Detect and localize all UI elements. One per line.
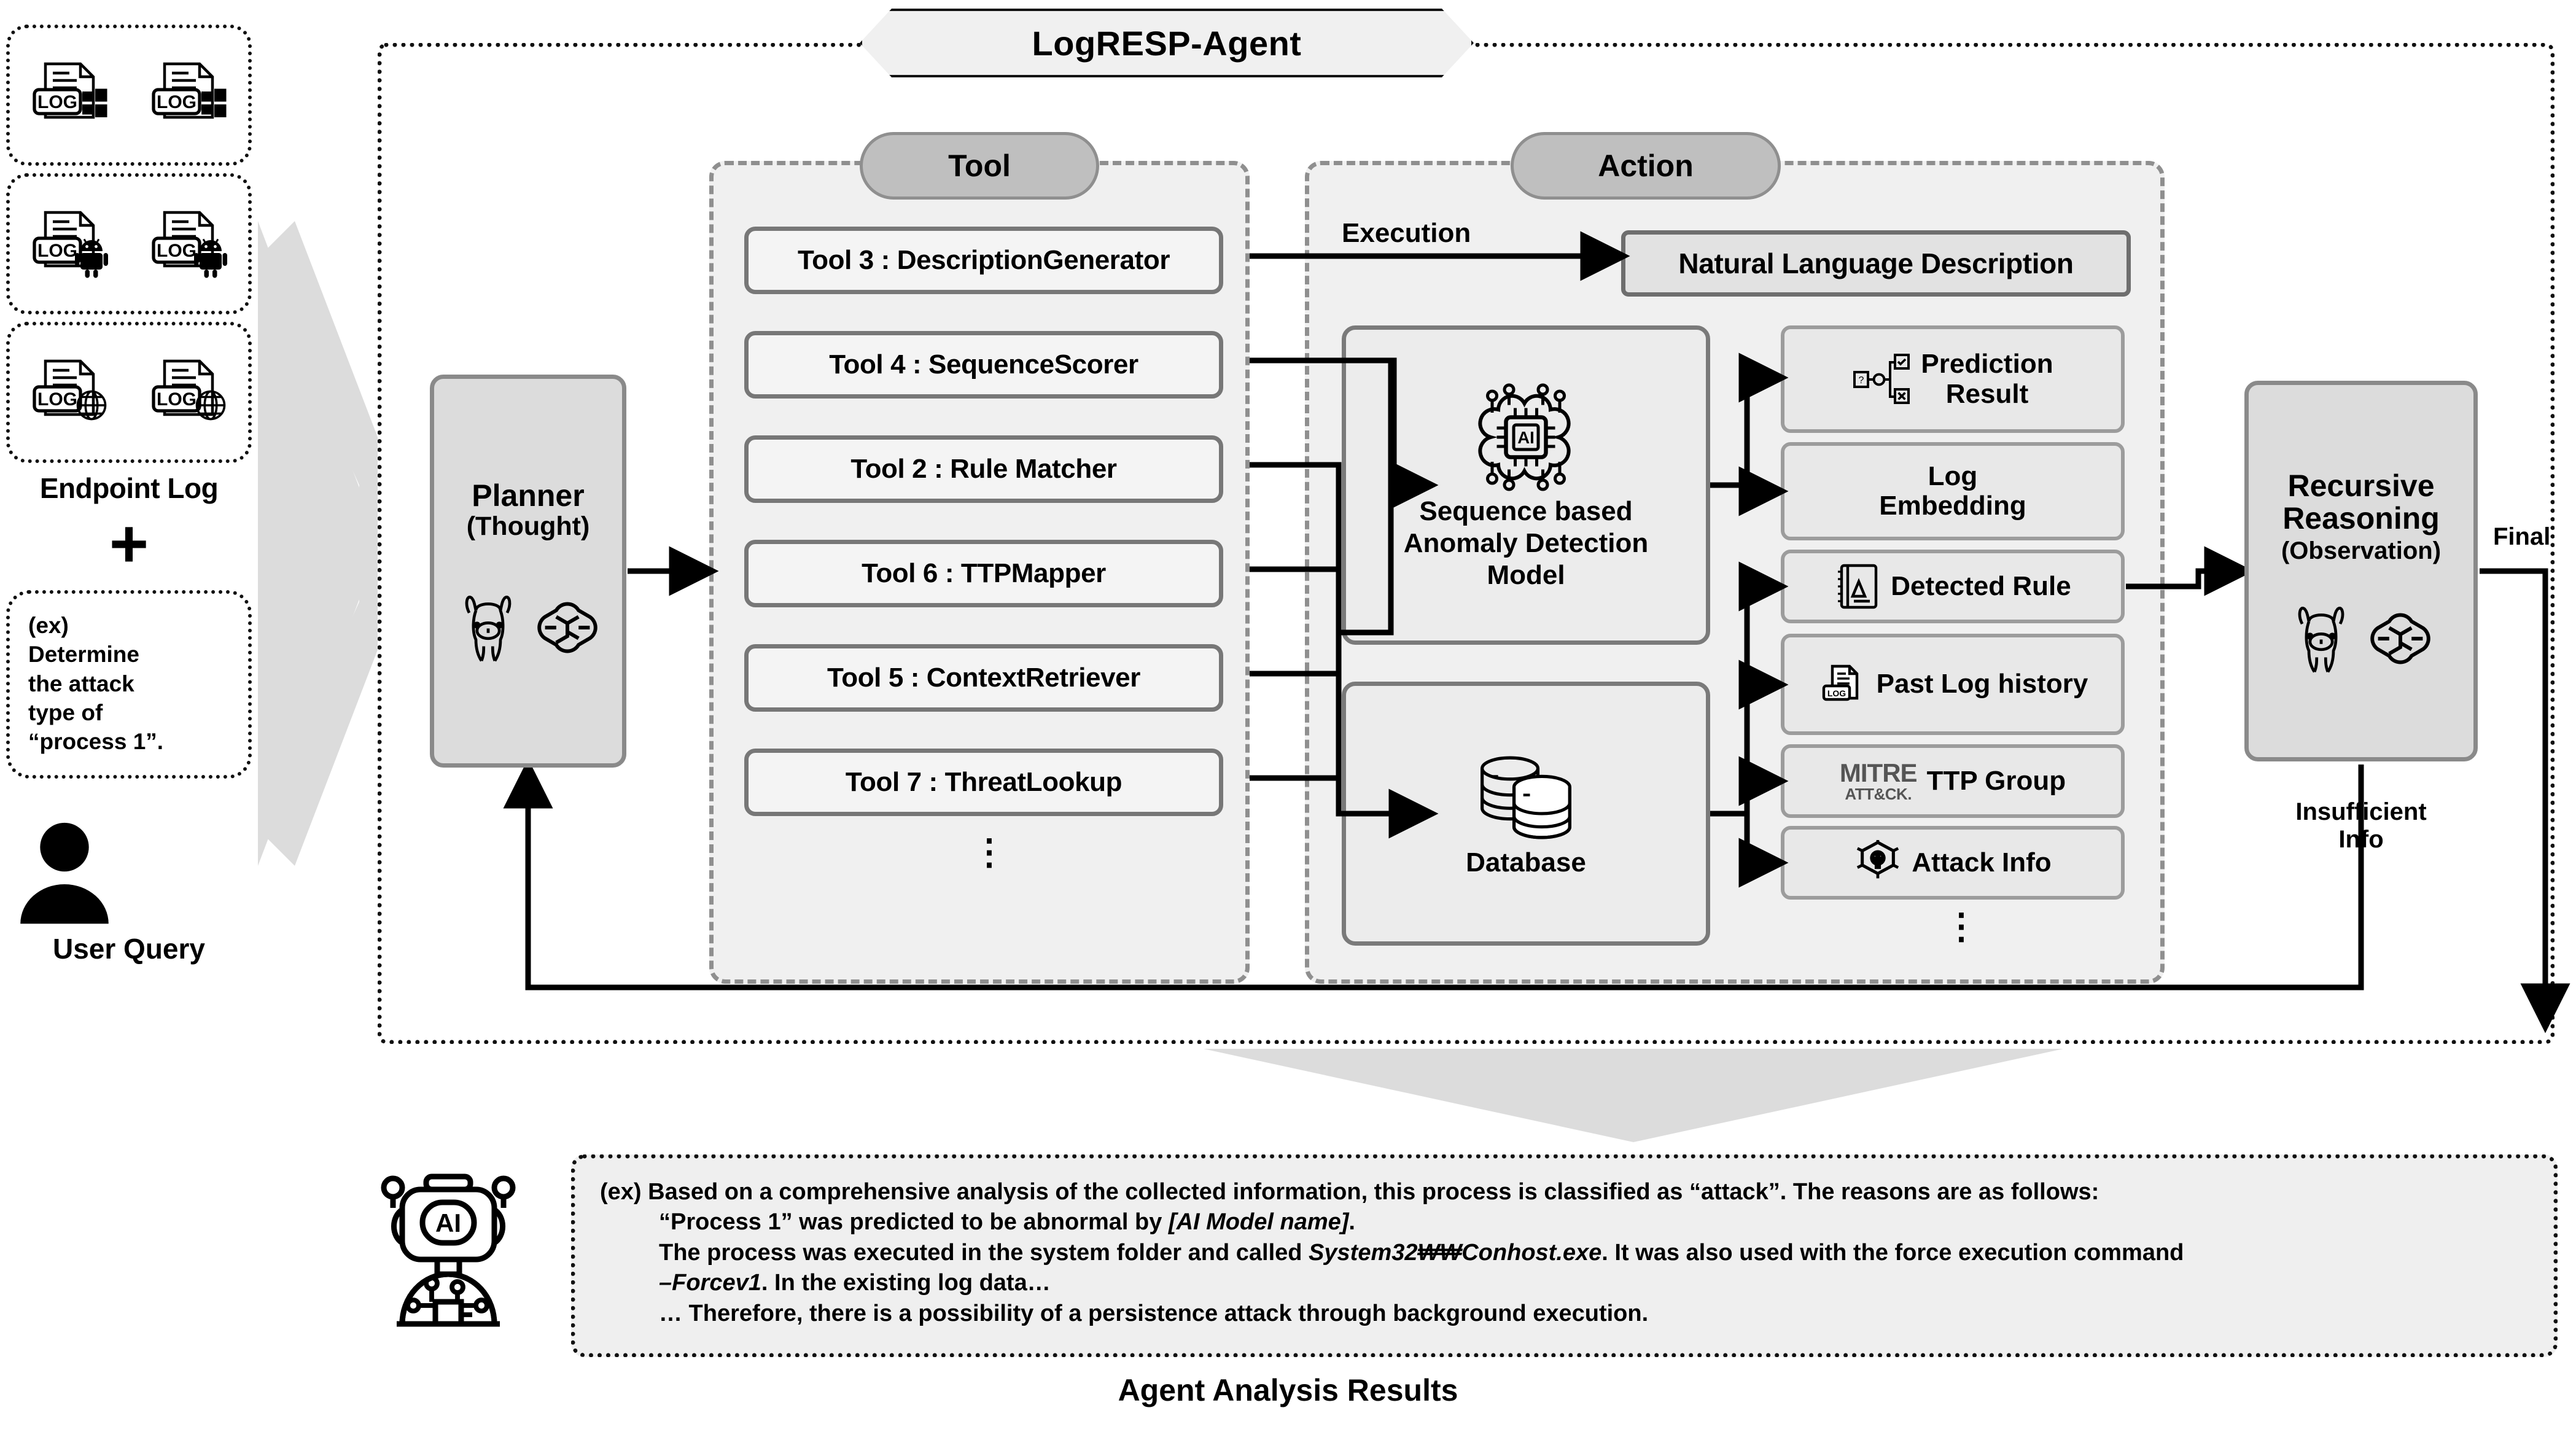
svg-text:LOG: LOG [157,389,197,410]
action-tab-label: Action [1598,149,1694,183]
log-history-icon: LOG [1818,660,1867,709]
svg-text:LOG: LOG [37,241,77,261]
svg-text:LOG: LOG [37,92,77,112]
tool-label: Tool 2 : Rule Matcher [850,454,1117,484]
recursive-subtitle: (Observation) [2281,537,2442,564]
llama-icon [2287,599,2355,673]
query-line: type of [28,700,103,726]
tool-label: Tool 7 : ThreatLookup [845,767,1123,797]
log-windows-icon: LOG [142,49,235,141]
query-line: (ex) [28,613,69,638]
attack-info-icon [1854,839,1902,887]
log-android-icon: LOG [23,198,115,290]
action-more-dots: ⋮ [1944,906,1979,946]
ai-robot-icon: AI [356,1154,540,1339]
result-line: The process was executed in the system f… [659,1239,2184,1266]
tool-label: Tool 4 : SequenceScorer [829,349,1138,379]
database-box: Database [1342,682,1710,946]
tool-item-3[interactable]: Tool 6 : TTPMapper [744,540,1223,607]
tool-panel-tab: Tool [860,132,1099,200]
output-attack-info: Attack Info [1781,826,2125,900]
result-line: “Process 1” was predicted to be abnormal… [659,1209,1355,1235]
database-label: Database [1466,847,1586,878]
mitre-attack-icon: MITRE ATT&CK. [1839,758,1918,803]
planner-subtitle: (Thought) [466,512,590,541]
past-log-history-label: Past Log history [1876,669,2088,699]
input-feed-arrow [258,221,399,866]
tool-tab-label: Tool [948,149,1011,183]
svg-text:LOG: LOG [1827,688,1845,698]
log-group-android: LOG [6,173,252,314]
plus-sign: + [109,506,149,582]
prediction-tree-icon: ? [1852,351,1911,408]
llama-icon [454,588,522,662]
endpoint-log-label: Endpoint Log [39,472,219,504]
output-past-log-history: LOG Past Log history [1781,634,2125,735]
query-line: “process 1”. [28,729,164,755]
tool-item-5[interactable]: Tool 7 : ThreatLookup [744,749,1223,816]
detected-rule-label: Detected Rule [1891,570,2071,601]
agent-result-bubble: (ex) Based on a comprehensive analysis o… [571,1154,2558,1357]
output-ttp-group: MITRE ATT&CK. TTP Group [1781,744,2125,818]
user-avatar [6,822,252,926]
tool-panel: Tool 3 : DescriptionGenerator Tool 4 : S… [709,161,1250,984]
openai-icon [533,593,602,662]
svg-text:AI: AI [435,1208,461,1237]
log-group-web: LOG LOG [6,322,252,463]
results-down-arrow [1204,1044,2063,1145]
tool-item-2[interactable]: Tool 2 : Rule Matcher [744,435,1223,503]
openai-icon [2366,604,2435,673]
ai-chip-icon: AI [1465,379,1587,496]
log-android-icon: LOG [142,198,235,290]
tool-item-4[interactable]: Tool 5 : ContextRetriever [744,644,1223,712]
agent-analysis-results-caption: Agent Analysis Results [1118,1373,1458,1407]
svg-text:LOG: LOG [157,241,197,261]
page-title: LogRESP-Agent [1032,23,1302,63]
log-windows-icon: LOG [23,49,115,141]
svg-text:AI: AI [1517,428,1535,447]
action-panel-tab: Action [1511,132,1781,200]
tool-label: Tool 6 : TTPMapper [862,558,1106,588]
app-title-banner: LogRESP-Agent [860,9,1474,77]
query-line: the attack [28,671,134,696]
tool-item-0[interactable]: Tool 3 : DescriptionGenerator [744,227,1223,294]
log-group-windows: LOG LOG [6,25,252,166]
rule-book-icon [1834,562,1881,611]
svg-text:?: ? [1859,375,1864,386]
natural-language-description-box: Natural Language Description [1621,230,2131,297]
tool-more-dots: ⋮ [971,832,1007,872]
tool-label: Tool 3 : DescriptionGenerator [797,245,1170,275]
svg-text:LOG: LOG [157,92,197,112]
attack-info-label: Attack Info [1912,847,2052,877]
result-line: –Forcev1. In the existing log data… [659,1270,1051,1296]
result-line: (ex) Based on a comprehensive analysis o… [600,1179,2099,1205]
log-web-icon: LOG [23,346,115,438]
tool-label: Tool 5 : ContextRetriever [827,663,1140,693]
execution-label: Execution [1342,218,1471,248]
svg-text:LOG: LOG [37,389,77,410]
tool-item-1[interactable]: Tool 4 : SequenceScorer [744,331,1223,399]
log-web-icon: LOG [142,346,235,438]
final-label: Final [2493,523,2551,550]
nld-label: Natural Language Description [1678,247,2074,279]
database-icon [1468,749,1584,847]
user-query-label: User Query [52,932,205,965]
planner-title: Planner [472,478,585,513]
input-column: LOG LOG [6,25,252,965]
query-line: Determine [28,642,139,667]
planner-block: Planner (Thought) [430,375,626,768]
result-line: … Therefore, there is a possibility of a… [659,1300,1649,1326]
output-detected-rule: Detected Rule [1781,550,2125,623]
user-query-bubble: (ex) Determine the attack type of “proce… [6,590,252,779]
ttp-group-label: TTP Group [1926,765,2066,796]
